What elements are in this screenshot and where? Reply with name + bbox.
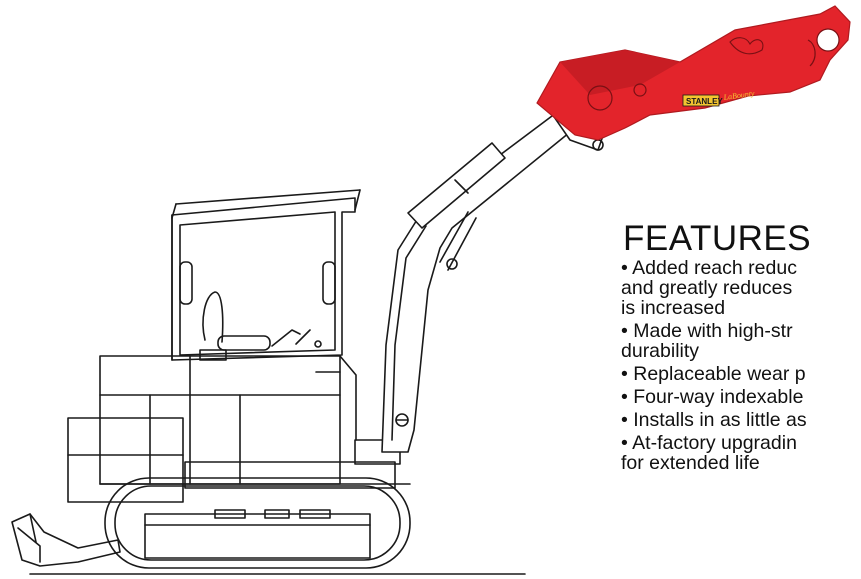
- features-heading: FEATURES: [623, 220, 812, 258]
- boom-cylinder: [407, 142, 506, 271]
- upper-structure: [67, 355, 411, 503]
- features-panel: FEATURES • Added reach reduc and greatly…: [621, 220, 861, 579]
- operator-cab: [171, 189, 361, 361]
- feature-item: • At-factory upgradin for extended life: [621, 432, 797, 474]
- feature-item: • Added reach reduc and greatly reduces …: [621, 257, 797, 319]
- dozer-blade: [11, 513, 121, 567]
- feature-item: • Made with high-str durability: [621, 320, 793, 362]
- crawler-track: [104, 477, 411, 569]
- shear-attachment: [536, 5, 851, 141]
- feature-item: • Four-way indexable: [621, 386, 804, 408]
- feature-item: • Installs in as little as: [621, 409, 807, 431]
- labounty-logo: LaBounty: [722, 89, 755, 102]
- feature-item: • Replaceable wear p: [621, 363, 806, 385]
- operator-seat: [199, 291, 322, 361]
- stanley-logo: STANLEY: [686, 97, 723, 106]
- features-list: • Added reach reduc and greatly reduces …: [621, 258, 861, 473]
